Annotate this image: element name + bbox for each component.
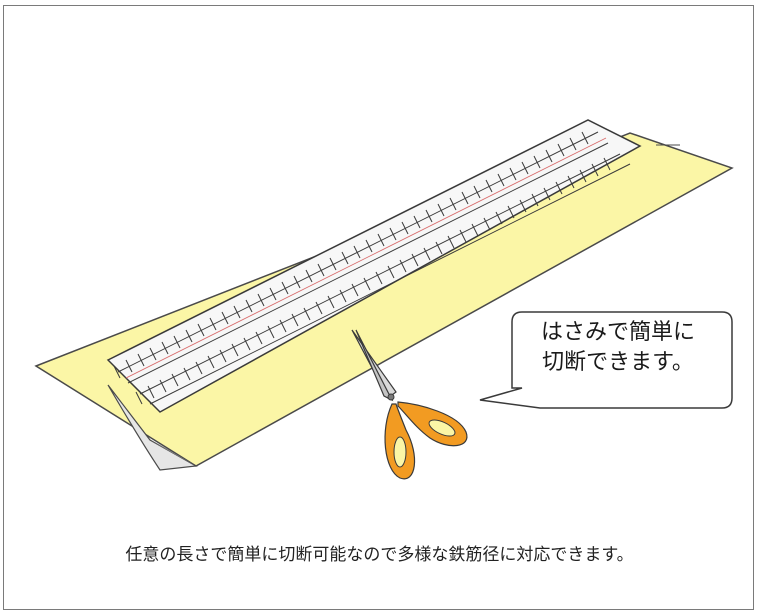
knit-center-thread: [125, 137, 607, 379]
callout-text: はさみで簡単に 切断できます。: [518, 318, 718, 378]
callout-line-1: はさみで簡単に: [540, 320, 695, 345]
peeled-corner-shadow: [150, 440, 196, 466]
knit-pattern: [113, 131, 631, 405]
scissor-handle-1-hole: [393, 436, 407, 468]
scissor-handle-2-hole: [428, 419, 456, 437]
callout-bubble: [479, 311, 733, 409]
callout-line-2: 切断できます。: [542, 350, 694, 375]
scissor-pivot: [387, 393, 395, 401]
figure-caption: 任意の長さで簡単に切断可能なので多様な鉄筋径に対応できます。: [125, 545, 634, 565]
peeled-corner: [107, 384, 198, 471]
yellow-sheet: [34, 132, 734, 467]
scissors-icon: [351, 329, 468, 480]
